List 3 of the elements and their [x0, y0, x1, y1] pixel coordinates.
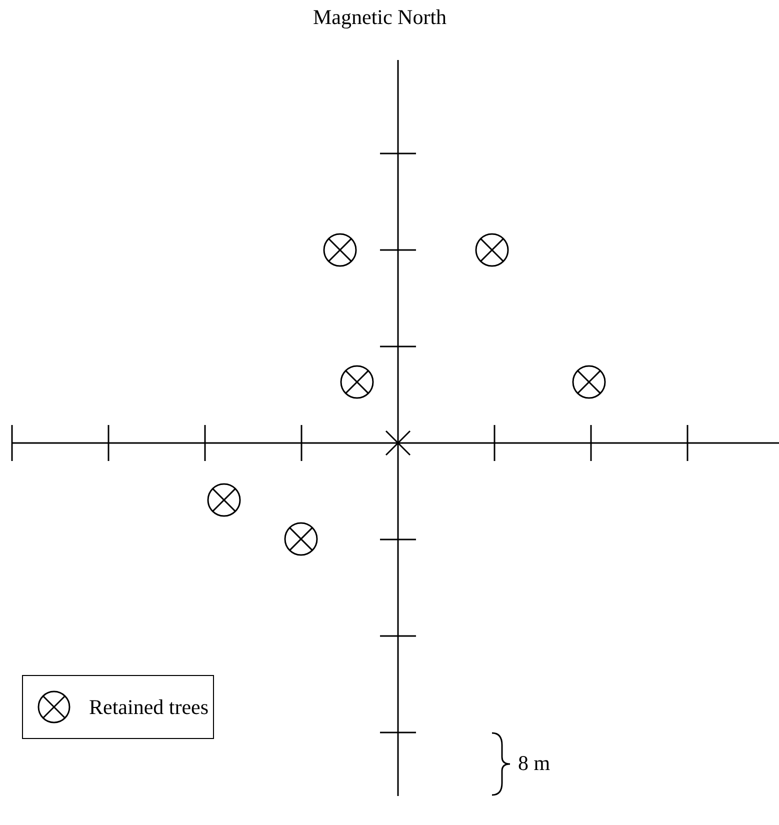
legend-label: Retained trees: [89, 694, 209, 720]
dimension-label: 8 m: [518, 752, 550, 776]
axis-label: Magnetic North: [313, 6, 447, 30]
